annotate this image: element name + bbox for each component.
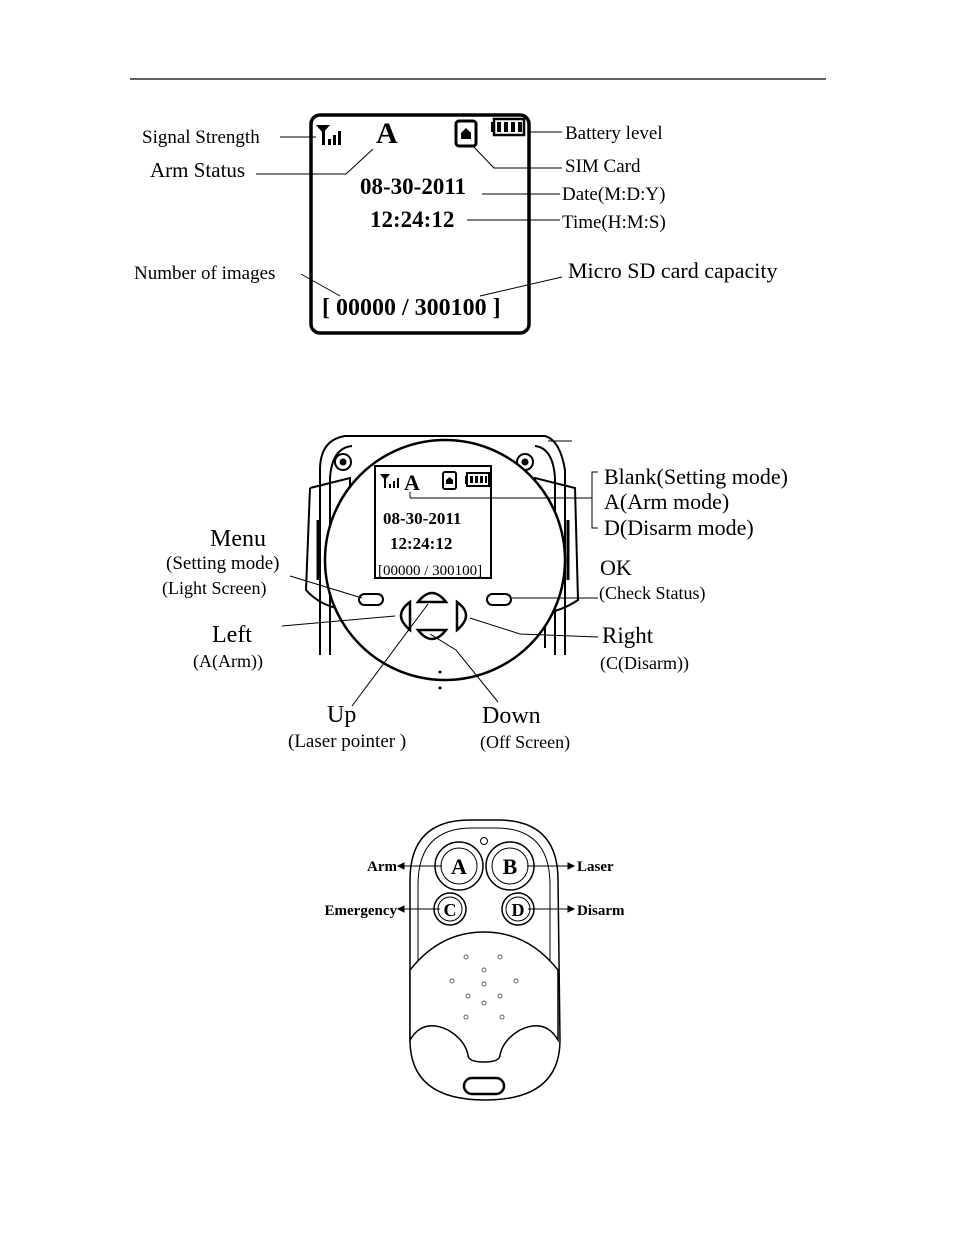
ok-sub-label: (Check Status)	[599, 583, 705, 604]
mini-time-value: 12:24:12	[390, 534, 452, 553]
menu-label: Menu	[210, 526, 266, 552]
ok-button[interactable]	[486, 593, 512, 606]
key-c-letter: C	[444, 900, 457, 920]
down-sub-label: (Off Screen)	[480, 732, 570, 753]
remote-label-disarm: Disarm	[577, 903, 625, 919]
up-arrow-button[interactable]	[415, 591, 449, 604]
signal-icon	[316, 125, 341, 145]
device-panel-figure: A 08-30-2011 12:24:12 [00000 / 300100]	[162, 435, 788, 753]
mini-sim-icon	[442, 471, 457, 490]
remote-keyring-slot	[462, 1076, 506, 1096]
remote-label-emergency: Emergency	[325, 903, 398, 919]
key-b-letter: B	[503, 854, 518, 879]
ok-label: OK	[600, 555, 632, 580]
up-sub-label: (Laser pointer )	[288, 731, 406, 752]
lcd-arm-letter: A	[376, 117, 398, 150]
lcd-status-figure: A 08-30-2011 12:24:12 [ 00000 / 300100 ]	[134, 113, 778, 335]
down-arrow-button[interactable]	[415, 628, 449, 641]
label-sim-card: SIM Card	[565, 156, 641, 177]
left-sub-label: (A(Arm))	[193, 651, 263, 672]
battery-icon	[491, 117, 526, 137]
menu-sub-label-2: (Light Screen)	[162, 578, 266, 599]
remote-key-a[interactable]: A	[434, 841, 484, 891]
key-a-letter: A	[451, 854, 467, 879]
remote-label-arrows	[396, 862, 576, 913]
remote-key-plate	[417, 827, 551, 963]
mini-date-value: 08-30-2011	[383, 509, 461, 528]
right-label: Right	[602, 623, 654, 648]
speaker-grille	[449, 954, 519, 1020]
label-number-of-images: Number of images	[134, 263, 275, 284]
figure2-leader-lines	[281, 471, 599, 707]
right-arrow-button[interactable]	[455, 599, 468, 633]
label-signal-strength: Signal Strength	[142, 127, 260, 148]
up-label: Up	[327, 702, 356, 728]
menu-sub-label-1: (Setting mode)	[166, 553, 279, 574]
remote-led	[480, 837, 488, 845]
lcd-time-value: 12:24:12	[370, 207, 454, 232]
label-sd-capacity: Micro SD card capacity	[568, 258, 778, 283]
label-time: Time(H:M:S)	[562, 212, 666, 233]
sim-card-icon	[454, 119, 478, 148]
menu-button[interactable]	[358, 593, 384, 606]
mode-blank-label: Blank(Setting mode)	[604, 464, 788, 489]
remote-key-d[interactable]: D	[501, 892, 535, 926]
remote-key-c[interactable]: C	[433, 892, 467, 926]
label-battery-level: Battery level	[565, 123, 663, 144]
lcd-image-counter: [ 00000 / 300100 ]	[322, 295, 501, 321]
mini-arm-letter: A	[404, 470, 420, 495]
mini-counter: [00000 / 300100]	[378, 563, 482, 579]
mini-signal-icon	[380, 474, 399, 488]
down-label: Down	[482, 703, 541, 729]
left-arrow-button[interactable]	[399, 599, 412, 633]
lcd-screen-frame	[309, 113, 531, 335]
key-d-letter: D	[512, 900, 525, 920]
figure1-leader-lines	[256, 131, 563, 297]
mode-arm-label: A(Arm mode)	[604, 489, 729, 514]
mini-battery-icon	[465, 472, 490, 487]
left-label: Left	[212, 622, 252, 648]
remote-label-arm: Arm	[367, 859, 397, 875]
mode-disarm-label: D(Disarm mode)	[604, 515, 754, 540]
right-sub-label: (C(Disarm))	[600, 653, 689, 674]
label-arm-status: Arm Status	[150, 158, 245, 182]
remote-label-laser: Laser	[577, 859, 614, 875]
remote-key-b[interactable]: B	[485, 841, 535, 891]
remote-control-figure: A B C D Arm Laser Em	[325, 819, 625, 1101]
lcd-date-value: 08-30-2011	[360, 174, 466, 199]
label-date: Date(M:D:Y)	[562, 184, 665, 205]
